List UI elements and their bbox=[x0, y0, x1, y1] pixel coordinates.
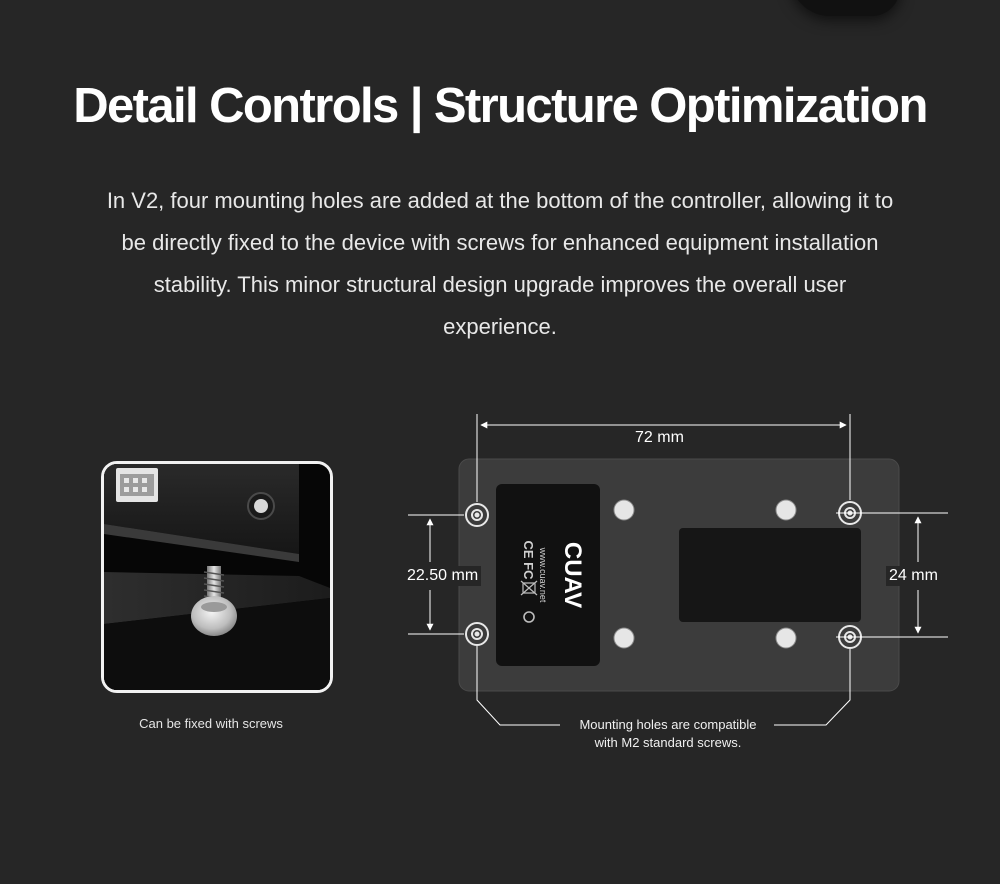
mounting-hole bbox=[465, 503, 489, 527]
brand-logo: CUAV bbox=[559, 542, 586, 608]
mounting-hole bbox=[465, 622, 489, 646]
mounting-holes-note-line-1: Mounting holes are compatible bbox=[579, 717, 757, 732]
device-edge-decoration bbox=[790, 0, 900, 16]
label-plate bbox=[496, 484, 600, 666]
right-height-dimension bbox=[836, 512, 948, 638]
section-description: In V2, four mounting holes are added at … bbox=[106, 188, 894, 339]
screw-closeup-illustration bbox=[104, 464, 330, 690]
rubber-foot-bump bbox=[613, 627, 635, 649]
certification-marks: CE FC bbox=[521, 541, 536, 581]
note-leader-lines bbox=[476, 646, 851, 726]
brand-logo-text: CUAV bbox=[559, 542, 586, 608]
left-height-dimension bbox=[408, 514, 464, 635]
right-height-dimension-label: 24 mm bbox=[886, 566, 941, 586]
photo-caption: Can be fixed with screws bbox=[139, 716, 283, 731]
recessed-window bbox=[679, 528, 861, 622]
mounting-holes-note-line-2: with M2 standard screws. bbox=[594, 735, 742, 750]
rubber-foot-bump bbox=[613, 499, 635, 521]
width-dimension bbox=[476, 414, 851, 502]
recycle-icon bbox=[523, 611, 535, 623]
weee-bin-icon bbox=[520, 580, 538, 596]
brand-website-text: www.cuav.net bbox=[538, 547, 548, 603]
section-title: Detail Controls | Structure Optimization bbox=[73, 79, 928, 133]
mounting-holes-note: Mounting holes are compatible with M2 st… bbox=[548, 716, 788, 752]
rubber-foot-bump bbox=[775, 499, 797, 521]
left-height-dimension-label: 22.50 mm bbox=[404, 566, 482, 586]
screw-closeup-image bbox=[101, 461, 333, 693]
rubber-foot-bump bbox=[775, 627, 797, 649]
width-dimension-label: 72 mm bbox=[632, 428, 687, 448]
